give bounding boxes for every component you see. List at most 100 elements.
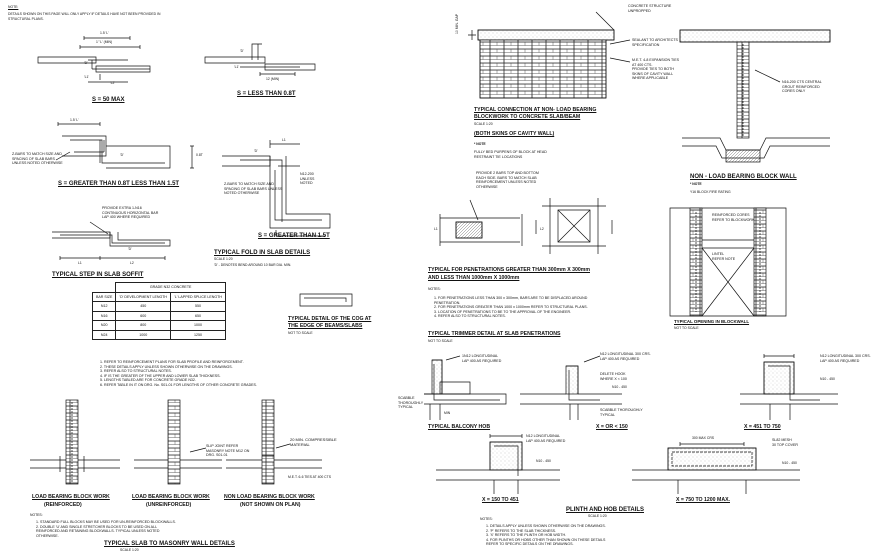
size-label: N10 - 450 [612,385,627,389]
title-cavity: (BOTH SKINS OF CAVITY WALL) [474,131,555,137]
note-n12-300: N12 LONGITUDINAL 300 CRS. LAP 400 AS REQ… [600,352,651,361]
dim-label: L1 [282,138,286,142]
dim-label: 'D' [120,153,124,157]
title-cog-2: THE EDGE OF BEAMS/SLABS [288,323,363,329]
dim-label: 1.5 'L' [70,118,79,122]
note-fire: Y16 BLOCK FIRE RATING [690,190,731,194]
detail-hob-x451 [740,354,838,420]
table-header-row: BAR SIZE 'D' DEVELOPMENT LENGTH 'L' LAPP… [91,291,226,302]
notes-list: 1. REFER TO REINFORCEMENT PLANS FOR SLAB… [100,360,257,387]
notes-list: 1. FOR PENETRATIONS LESS THAN 300 x 300m… [434,296,588,319]
detail-opening [669,207,787,317]
scale-label: SCALE 1:20 [474,122,493,126]
title-step: TYPICAL STEP IN SLAB SOFFIT [52,272,144,278]
notes-label: NOTES: [428,287,441,291]
table-row: N24 1000 1250 [91,329,226,340]
notes-list: 1. DETAILS APPLY UNLESS SHOWN OTHERWISE … [486,524,606,547]
detail-fold-s0815 [55,122,194,169]
dim-label: 1' 'L' (MIN) [96,40,113,44]
sub-wall-b: (UNREINFORCED) [146,502,192,508]
size-label: N10 - 450 [820,377,835,381]
table-row: N12 450 550 [91,301,226,312]
top-note-label: NOTE: [8,5,19,9]
table-row: N16 600 650 [91,310,226,321]
title-trimmer: TYPICAL TRIMMER DETAIL AT SLAB PENETRATI… [428,331,561,337]
masonry-walls [30,399,322,485]
note-sealant: SEALANT TO ARCHITECTS SPECIFICATION [632,38,678,47]
title-penetrations-2: AND LESS THAN 1000mm X 1000mm [428,275,520,281]
note-slip-joint: SLIP JOINT REFER MASONRY NOTE M12 ON DRG… [206,444,250,458]
dim-label: L1 [434,227,438,231]
note-label: * NOTE [690,182,702,186]
scale-label: NOT TO SCALE [428,339,453,343]
note-n16: N16-200 CTS CENTRAL GROUT REINFORCED COR… [782,80,822,94]
dim-label: 'L2' [110,81,116,85]
detail-hob-x150b [436,434,560,494]
notes-list: 1. STANDARD FULL BLOCKS MAY BE USED FOR … [36,520,176,538]
dim-label: 'D' [240,49,244,53]
note-expansion-ties: M.E.T. 4-8 EXPANSION TIES AT 400 CTS. PR… [632,58,679,81]
title-x150b: X = 150 TO 451 [482,497,519,503]
detail-hob-x150 [520,355,622,420]
title-fold-s0815: S = GREATER THAN 0.8T LESS THAN 1.5T [58,181,180,187]
dim-label: 'D' [128,247,132,251]
title-x150: X = OR < 150 [596,424,628,430]
label-lintel: LINTEL REFER NOTE [712,252,736,261]
fold-note: 'D' - DENOTES BEND AROUND 10 BAR DIA. MI… [214,263,292,267]
size-label: N10 - 450 [536,459,551,463]
title-cog: TYPICAL DETAIL OF THE COG AT [288,316,372,322]
dim-label: 12 (MIN) [266,77,280,81]
title-fold-s15: S = GREATER THAN 1.5T [258,233,330,239]
scale-label: NOT TO SCALE [674,326,699,330]
dim-label: 1.5 'L' [100,31,109,35]
label-wall-b: LOAD BEARING BLOCK WORK [132,494,210,500]
title-penetrations: TYPICAL FOR PENETRATIONS GREATER THAN 30… [428,267,590,273]
title-masonry: TYPICAL SLAB TO MASONRY WALL DETAILS [104,541,235,547]
note-n12-300: N12 LONGITUDINAL 300 CRS. LAP 400 AS REQ… [820,354,871,363]
note-scabble: SCABBLE THOROUGHLY TYPICAL [600,408,643,417]
top-note-text: DETAILS SHOWN ON THIS PAGE WILL ONLY APP… [8,12,161,16]
table-header-cell: BAR SIZE [91,291,117,302]
table-group-header: GRADE N32 CONCRETE [115,282,226,293]
size-label: N10 - 450 [782,461,797,465]
note-label: * NOTE [474,142,486,146]
detail-cog [299,293,353,307]
title-connection: TYPICAL CONNECTION AT NON- LOAD BEARING [474,107,597,113]
label-gap: 10 MIN. GAP [455,14,459,34]
note-extra-bar: PROVIDE EXTRA 1-N16 CONTINUOUS HORIZONTA… [102,206,159,220]
title-fold-s50: S = 50 MAX [92,97,125,103]
table-row: N20 800 1000 [91,320,226,331]
dim-label: 'D' [254,149,258,153]
title-plinth: PLINTH AND HOB DETAILS [566,507,644,513]
dim-label: MIN [444,411,451,415]
dim-label: L2 [540,227,544,231]
sub-wall-c: (NOT SHOWN ON PLAN) [240,502,301,508]
title-fold-s08: S = LESS THAN 0.8T [237,91,296,97]
title-x451: X = 451 TO 750 [744,424,781,430]
label-reinforced-cores: REINFORCED CORES REFER TO BLOCKWORK [712,213,755,222]
note-scabble: SCABBLE THOROUGHLY TYPICAL [398,396,424,410]
note-compressible: 20 MIN. COMPRESSIBLE MATERIAL [290,437,337,447]
table-header-cell: 'L' LAPPED SPLICE LENGTH [170,291,226,302]
title-connection-2: BLOCKWORK TO CONCRETE SLAB/BEAM [474,114,581,120]
label-wall-c: NON LOAD BEARING BLOCK WORK [224,494,315,500]
detail-penetrations [439,198,613,254]
detail-hob-x750 [632,442,800,494]
dim-label: L2 [130,261,134,265]
notes-label: NOTES: [30,513,43,517]
detail-hob-balcony [424,355,507,420]
note-zbars: Z-BARS TO MATCH SIZE AND SPACING OF SLAB… [12,152,63,166]
label-wall-a: LOAD BEARING BLOCK WORK [32,494,110,500]
title-x750: X = 750 TO 1200 MAX. [676,497,730,503]
dim-label: 300 MAX CRS [692,436,715,440]
top-note-text-2: STRUCTURAL PLANS. [8,17,44,21]
dim-label: L1 [78,261,82,265]
title-opening: TYPICAL OPENING IN BLOCKWALL [674,319,750,324]
note-delete-hook: DELETE HOOK WHERE X < 100 [600,372,627,381]
notes-label: NOTES: [480,517,493,521]
scale-label: NOT TO SCALE [288,331,313,335]
scale-label: SCALE 1:20 [214,257,233,261]
note-purpens: FULLY BED PURPENS OF BLOCK AT HEAD RESTR… [474,150,547,159]
